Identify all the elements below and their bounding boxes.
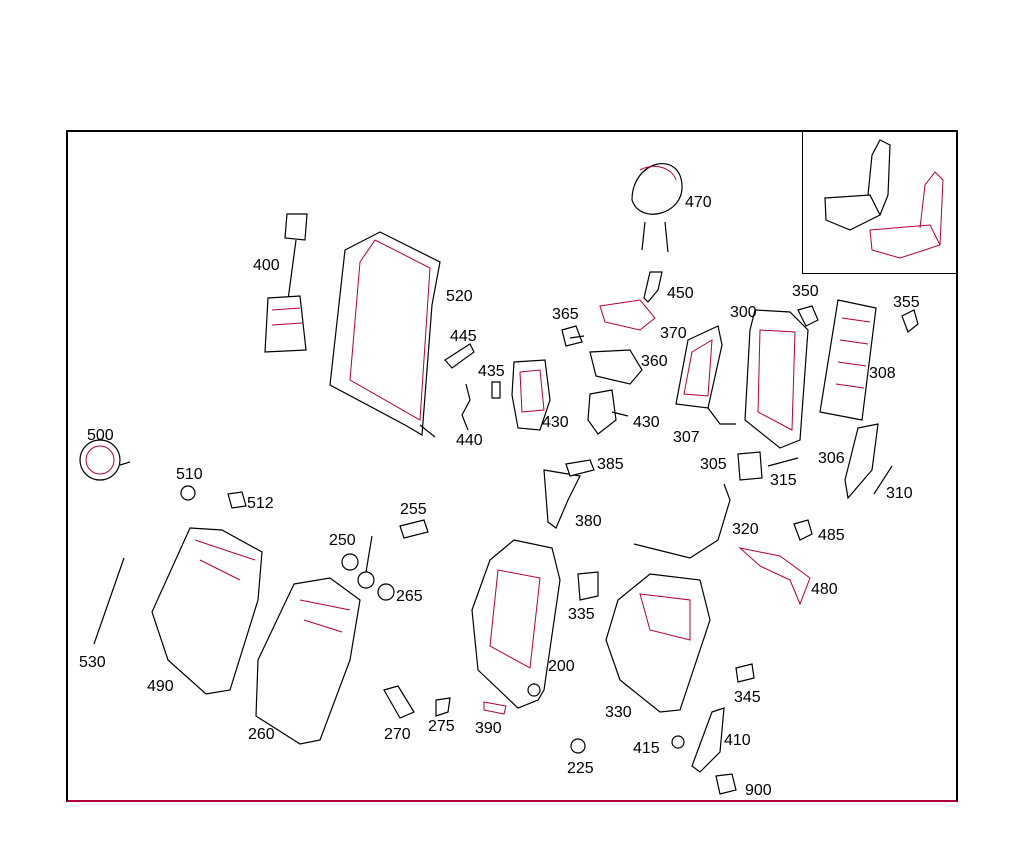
part-label-415: 415 [633,740,660,757]
part-label-335: 335 [568,606,595,623]
part-label-365: 365 [552,306,579,323]
part-label-380: 380 [575,513,602,530]
part-label-350: 350 [792,283,819,300]
part-label-485: 485 [818,527,845,544]
part-label-490: 490 [147,678,174,695]
part-label-300: 300 [730,304,757,321]
switch-panel-part [264,213,308,353]
cable-trim-parts [633,483,813,606]
part-label-430-right: 430 [633,414,660,431]
fastener-parts [341,459,599,601]
cushion-cover-parts [151,527,361,745]
part-label-275: 275 [428,718,455,735]
part-label-430-left: 430 [542,414,569,431]
seat-cushion-part [605,573,755,713]
part-label-440: 440 [456,432,483,449]
bottom-row-parts [383,685,737,795]
electronic-module-parts [737,423,893,500]
part-label-900: 900 [745,782,772,799]
seat-frame-part [471,539,561,709]
part-label-330: 330 [605,704,632,721]
part-label-470: 470 [685,194,712,211]
part-label-390: 390 [475,720,502,737]
part-label-345: 345 [734,689,761,706]
part-label-355: 355 [893,294,920,311]
part-label-265: 265 [396,588,423,605]
seat-overview-inset [802,130,958,274]
seat-adjuster-motors [511,359,629,435]
part-label-250: 250 [329,532,356,549]
part-label-307: 307 [673,429,700,446]
part-label-400: 400 [253,257,280,274]
part-label-315: 315 [770,472,797,489]
part-label-445: 445 [450,328,477,345]
headrest-part [631,163,683,253]
part-label-260: 260 [248,726,275,743]
part-label-520: 520 [446,288,473,305]
small-fitting-parts [561,271,663,385]
part-label-500: 500 [87,427,114,444]
part-label-308: 308 [869,365,896,382]
part-label-480: 480 [811,581,838,598]
part-label-360: 360 [641,353,668,370]
diagram-frame [66,130,958,802]
part-label-370: 370 [660,325,687,342]
bracket-cable-parts [444,343,501,431]
backrest-frame-parts [675,299,919,449]
part-label-435: 435 [478,363,505,380]
part-label-320: 320 [732,521,759,538]
part-label-200: 200 [548,658,575,675]
part-label-305: 305 [700,456,727,473]
part-label-410: 410 [724,732,751,749]
part-label-225: 225 [567,760,594,777]
part-label-385: 385 [597,456,624,473]
part-label-512: 512 [247,495,274,512]
part-label-306: 306 [818,450,845,467]
part-label-450: 450 [667,285,694,302]
part-label-255: 255 [400,501,427,518]
left-small-parts [79,439,247,645]
part-label-530: 530 [79,654,106,671]
backrest-cover-part [329,231,441,438]
part-label-310: 310 [886,485,913,502]
part-label-270: 270 [384,726,411,743]
inset-seat-sketch [824,139,944,259]
part-label-510: 510 [176,466,203,483]
